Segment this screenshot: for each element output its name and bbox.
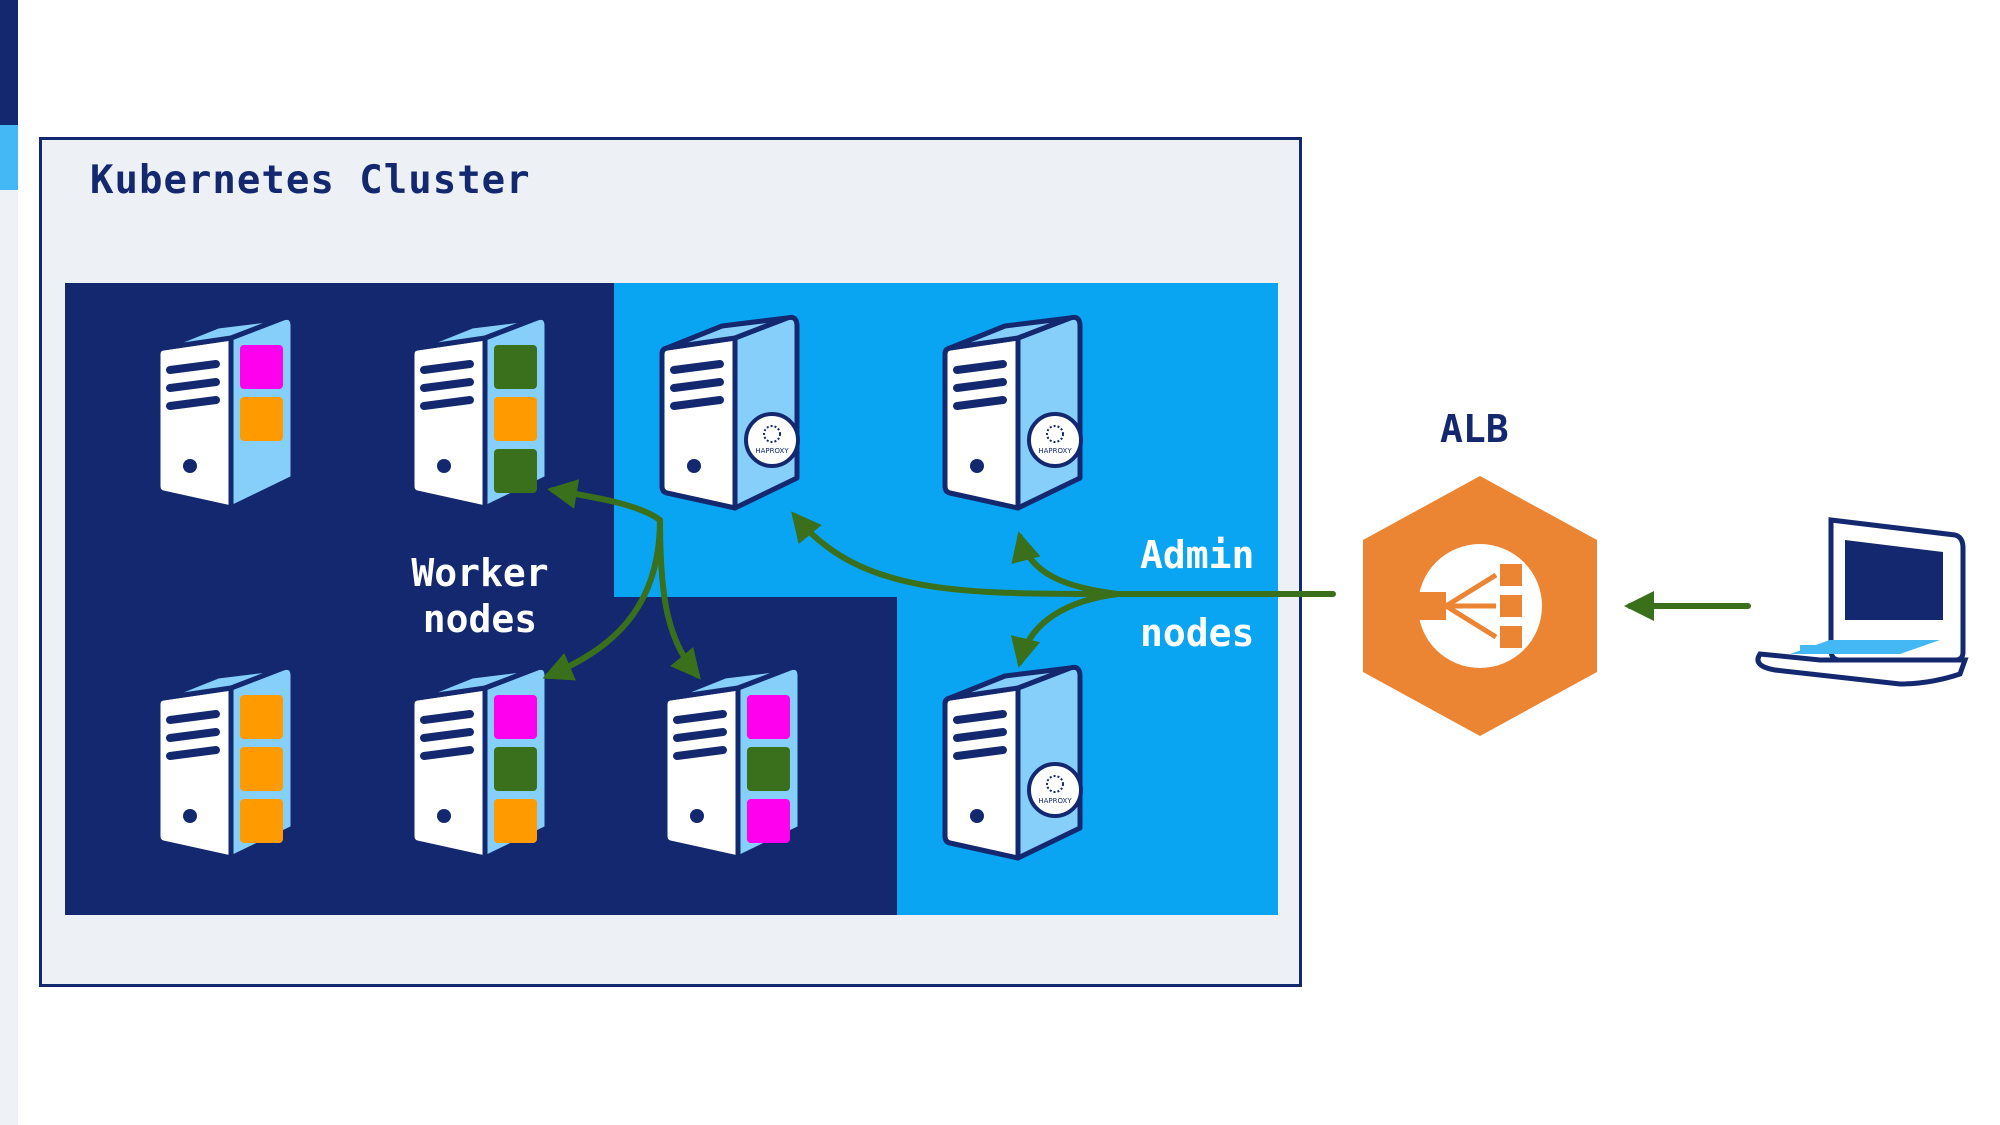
admin-nodes-label-line2: nodes [1140, 611, 1255, 655]
server-slot [420, 710, 474, 724]
arrow-to-admin-3 [1010, 591, 1121, 668]
server-top [667, 665, 793, 701]
server-slot [166, 396, 220, 410]
server-slot [953, 396, 1007, 410]
pod-orange [240, 695, 283, 739]
side-accent-rest [0, 190, 18, 1125]
server-power-led [437, 459, 451, 473]
haproxy-logo-icon [1046, 425, 1064, 443]
server-slot [166, 728, 220, 742]
pod-orange [494, 799, 537, 843]
server-slot [420, 378, 474, 392]
pod-orange [494, 397, 537, 441]
server-slot [420, 746, 474, 760]
server-slot [953, 360, 1007, 374]
server-slot [953, 746, 1007, 760]
pod-green [747, 747, 790, 791]
alb-node [1363, 476, 1597, 736]
server-slot [953, 710, 1007, 724]
server-top [160, 315, 286, 351]
server-power-led [970, 809, 984, 823]
server-top [160, 665, 286, 701]
server-slot [166, 746, 220, 760]
server-power-led [690, 809, 704, 823]
server-power-led [687, 459, 701, 473]
server-slot [670, 360, 724, 374]
worker-server-3 [155, 664, 296, 861]
server-slot [166, 360, 220, 374]
worker-server-2 [409, 314, 550, 511]
haproxy-badge [744, 412, 800, 468]
server-slot [420, 728, 474, 742]
admin-server-1: HAPROXY [659, 314, 800, 511]
worker-server-5 [662, 664, 803, 861]
worker-server-1 [155, 314, 296, 511]
alb-label: ALB [1440, 407, 1509, 451]
admin-server-2: HAPROXY [942, 314, 1083, 511]
server-top [664, 315, 790, 351]
server-slot [166, 378, 220, 392]
server-slot [420, 360, 474, 374]
side-accent-dark [0, 0, 18, 125]
pod-magenta [494, 695, 537, 739]
haproxy-badge-text: HAPROXY [1038, 447, 1072, 455]
server-slot [953, 728, 1007, 742]
arrow-to-admin-2 [1011, 531, 1121, 597]
worker-server-4 [409, 664, 550, 861]
server-top [947, 315, 1073, 351]
pod-green [494, 345, 537, 389]
side-accent-light [0, 125, 18, 190]
server-slot [166, 710, 220, 724]
server-power-led [437, 809, 451, 823]
haproxy-badge-text: HAPROXY [755, 447, 789, 455]
server-slot [673, 710, 727, 724]
server-slot [420, 396, 474, 410]
pod-orange [240, 747, 283, 791]
pod-orange [240, 397, 283, 441]
laptop-icon [1755, 517, 1969, 687]
arrow-to-admin-1 [791, 511, 1121, 598]
worker-label-line1: Worker [411, 551, 549, 595]
arrow-to-worker-2 [547, 479, 663, 523]
server-slot [673, 728, 727, 742]
admin-server-3: HAPROXY [942, 664, 1083, 861]
server-power-led [970, 459, 984, 473]
pod-magenta [747, 799, 790, 843]
haproxy-badge-text: HAPROXY [1038, 797, 1072, 805]
server-power-led [183, 809, 197, 823]
server-top [947, 665, 1073, 701]
server-slot [673, 746, 727, 760]
server-slot [953, 378, 1007, 392]
server-power-led [183, 459, 197, 473]
pod-magenta [747, 695, 790, 739]
haproxy-badge [1027, 762, 1083, 818]
pod-orange [240, 799, 283, 843]
server-top [414, 315, 540, 351]
cluster-title: Kubernetes Cluster [90, 158, 531, 203]
worker-label-line2: nodes [422, 597, 538, 641]
pod-magenta [240, 345, 283, 389]
server-slot [670, 396, 724, 410]
admin-nodes-label-line1: Admin [1140, 533, 1255, 577]
server-slot [670, 378, 724, 392]
haproxy-logo-icon [763, 425, 781, 443]
haproxy-logo-icon [1046, 775, 1064, 793]
haproxy-badge [1027, 412, 1083, 468]
server-top [414, 665, 540, 701]
pod-green [494, 747, 537, 791]
load-balancer-icon [1418, 544, 1542, 668]
pod-green [494, 449, 537, 493]
arrow-to-worker-5 [657, 517, 701, 680]
